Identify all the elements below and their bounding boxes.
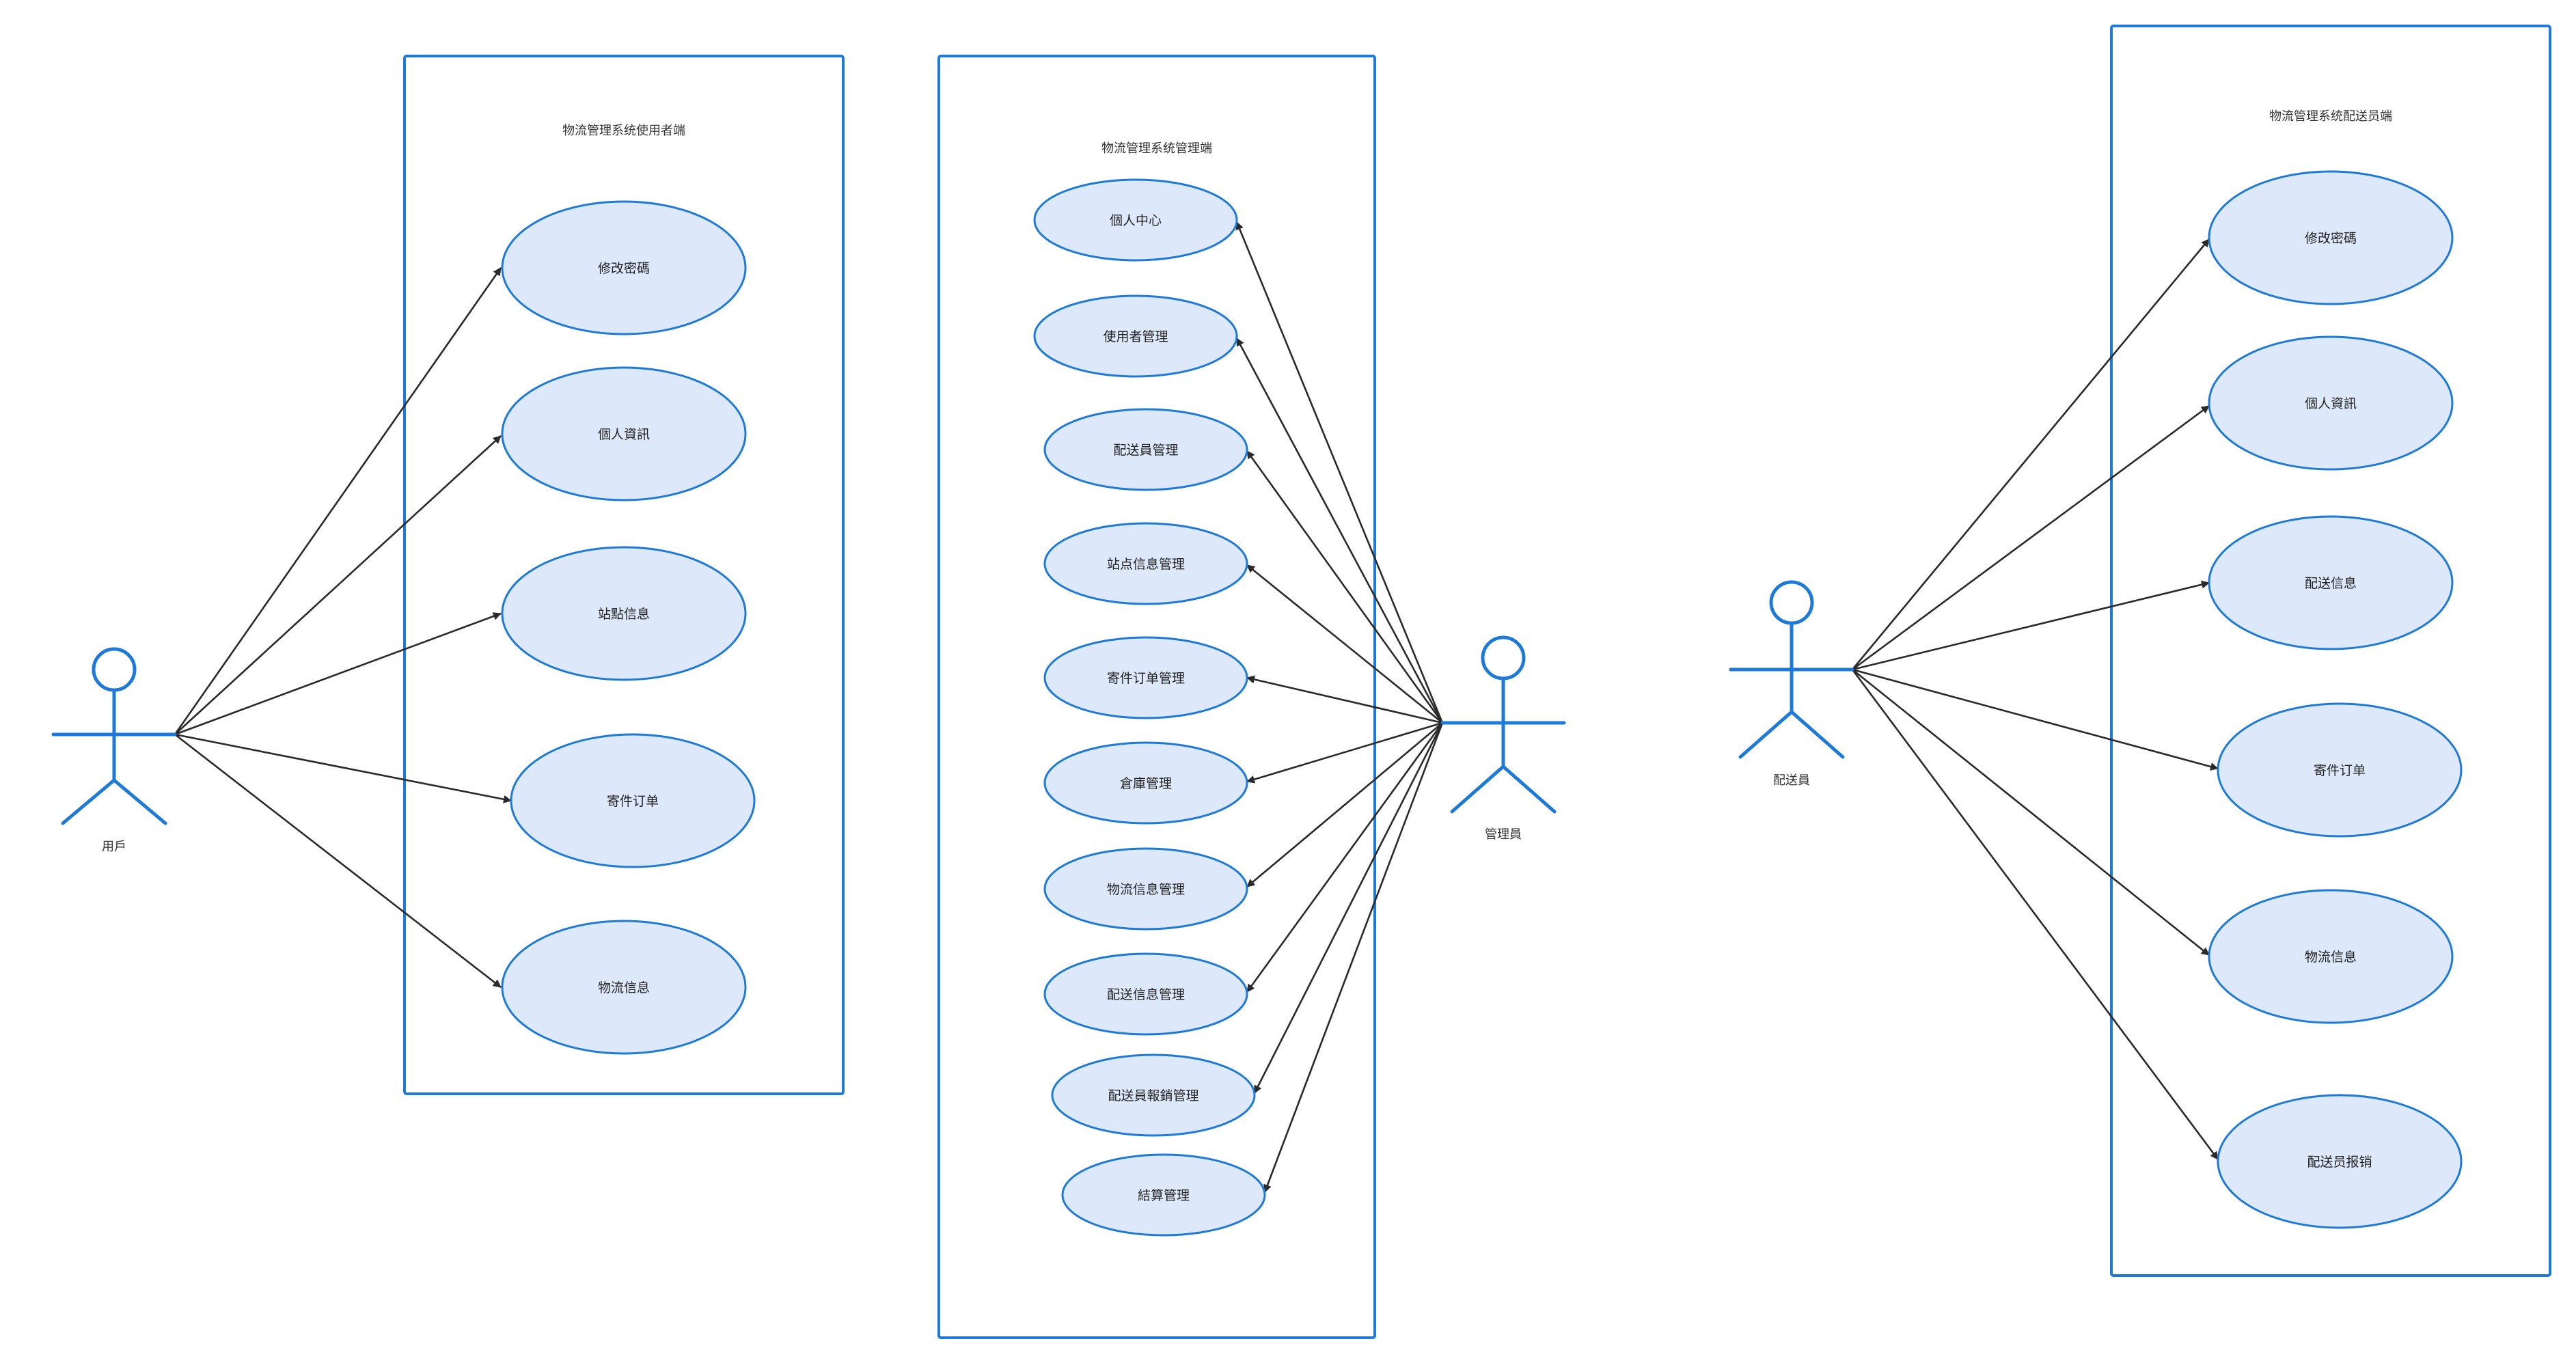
association-admin-14 [1263, 722, 1444, 1193]
use-case-courier-reimbursement[interactable]: 配送员报销 [2217, 1094, 2463, 1229]
association-courier-16 [1852, 404, 2210, 671]
actor-label: 用戶 [102, 840, 126, 854]
association-admin-11 [1246, 722, 1443, 887]
use-case-user-site-info[interactable]: 站點信息 [501, 546, 747, 681]
association-courier-18 [1852, 668, 2219, 771]
association-user-2 [174, 612, 502, 736]
use-case-label: 寄件订单管理 [1107, 671, 1185, 686]
association-admin-7 [1246, 450, 1444, 724]
actor-admin[interactable]: 管理員 [1440, 635, 1566, 842]
use-case-label: 個人中心 [1110, 213, 1162, 228]
use-case-user-change-password[interactable]: 修改密碼 [501, 200, 747, 335]
use-case-label: 個人資訊 [598, 427, 650, 442]
association-admin-13 [1253, 722, 1444, 1094]
use-case-label: 結算管理 [1138, 1188, 1190, 1203]
use-case-label: 寄件订单 [2314, 763, 2366, 778]
use-case-label: 配送员报销 [2307, 1155, 2372, 1170]
use-case-label: 配送員報銷管理 [1108, 1088, 1198, 1103]
use-case-courier-change-password[interactable]: 修改密碼 [2208, 170, 2454, 305]
use-case-label: 物流信息管理 [1107, 882, 1185, 897]
actor-courier[interactable]: 配送員 [1729, 580, 1854, 788]
association-arrows [174, 221, 2219, 1193]
use-case-label: 物流信息 [2305, 950, 2357, 965]
use-case-label: 倉庫管理 [1120, 776, 1172, 791]
use-case-label: 修改密碼 [2305, 231, 2357, 246]
boundary-title-courier-side: 物流管理系统配送员端 [2269, 109, 2392, 124]
use-case-admin-settlement-management[interactable]: 結算管理 [1061, 1153, 1266, 1237]
use-case-label: 配送員管理 [1113, 443, 1178, 458]
use-case-label: 配送信息 [2305, 576, 2357, 591]
use-case-label: 站點信息 [598, 607, 650, 622]
use-case-admin-reimbursement-management[interactable]: 配送員報銷管理 [1051, 1054, 1256, 1137]
association-admin-8 [1246, 564, 1443, 724]
association-admin-5 [1235, 221, 1444, 724]
association-user-0 [174, 267, 502, 735]
actor-label: 管理員 [1485, 827, 1522, 842]
stick-figure-icon [51, 647, 177, 825]
association-admin-10 [1246, 721, 1443, 784]
association-admin-9 [1246, 675, 1443, 724]
boundary-title-admin-side: 物流管理系统管理端 [1101, 141, 1212, 156]
use-case-label: 物流信息 [598, 980, 650, 995]
boundary-user-side: 物流管理系统使用者端 [403, 55, 845, 1095]
association-admin-6 [1235, 338, 1444, 724]
actor-label: 配送員 [1773, 773, 1810, 788]
use-case-label: 個人資訊 [2305, 396, 2357, 411]
association-courier-19 [1852, 668, 2210, 956]
use-case-admin-site-info-management[interactable]: 站点信息管理 [1043, 522, 1248, 605]
stick-figure-icon [1729, 580, 1854, 759]
actor-user[interactable]: 用戶 [51, 647, 177, 854]
association-user-4 [174, 733, 502, 989]
boundary-admin-side: 物流管理系统管理端 [937, 55, 1376, 1339]
use-case-courier-shipping-order[interactable]: 寄件订单 [2217, 702, 2463, 838]
use-case-label: 使用者管理 [1103, 329, 1168, 344]
use-case-admin-courier-management[interactable]: 配送員管理 [1043, 408, 1248, 491]
use-case-admin-warehouse-management[interactable]: 倉庫管理 [1043, 741, 1248, 825]
use-case-label: 修改密碼 [598, 261, 650, 276]
use-case-user-logistics-info[interactable]: 物流信息 [501, 920, 747, 1055]
use-case-courier-personal-info[interactable]: 個人資訊 [2208, 335, 2454, 471]
use-case-courier-logistics-info[interactable]: 物流信息 [2208, 889, 2454, 1024]
use-case-label: 寄件订单 [607, 794, 659, 809]
boundary-courier-side: 物流管理系统配送员端 [2110, 25, 2551, 1277]
association-admin-12 [1246, 722, 1444, 993]
association-courier-15 [1851, 238, 2210, 670]
use-case-admin-personal-center[interactable]: 個人中心 [1033, 178, 1238, 262]
use-case-admin-delivery-info-management[interactable]: 配送信息管理 [1043, 952, 1248, 1036]
use-case-admin-user-management[interactable]: 使用者管理 [1033, 294, 1238, 378]
use-case-courier-delivery-info[interactable]: 配送信息 [2208, 515, 2454, 650]
association-courier-20 [1851, 669, 2219, 1160]
use-case-label: 配送信息管理 [1107, 987, 1185, 1002]
association-user-3 [174, 733, 512, 803]
use-case-label: 站点信息管理 [1107, 557, 1185, 572]
use-case-user-personal-info[interactable]: 個人資訊 [501, 366, 747, 501]
association-courier-17 [1852, 580, 2210, 671]
association-user-1 [174, 435, 502, 735]
stick-figure-icon [1440, 635, 1566, 814]
use-case-user-shipping-order[interactable]: 寄件订单 [510, 733, 756, 868]
boundary-title-user-side: 物流管理系统使用者端 [562, 124, 685, 138]
use-case-admin-logistics-info-management[interactable]: 物流信息管理 [1043, 847, 1248, 931]
use-case-admin-order-management[interactable]: 寄件订单管理 [1043, 636, 1248, 719]
